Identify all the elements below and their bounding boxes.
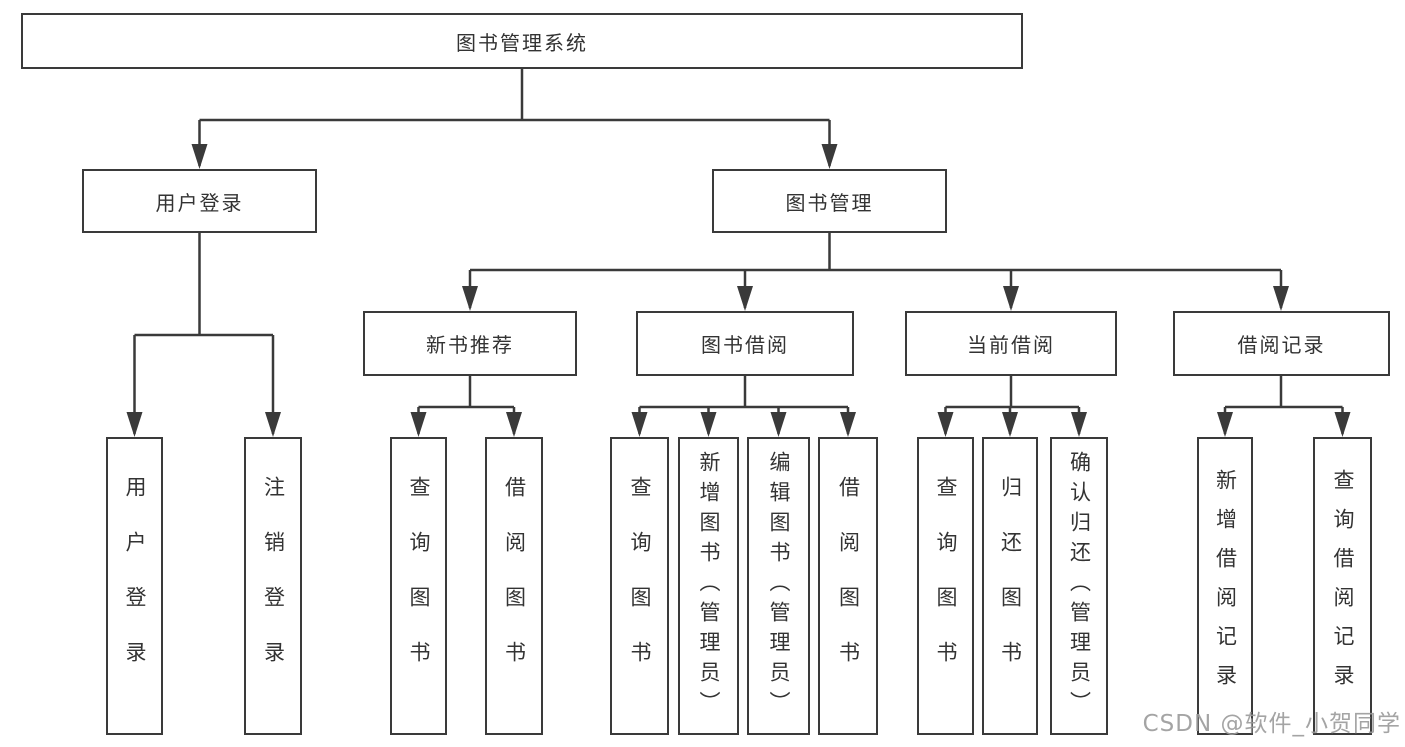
node-book-management-label: 图书管理 xyxy=(785,190,874,215)
leaf-query-book-recommend-label: 查询图书 xyxy=(407,476,431,696)
leaf-borrow-book-recommend: 借阅图书 xyxy=(485,437,543,735)
node-user-login-label: 用户登录 xyxy=(155,190,244,215)
node-root-system-label: 图书管理系统 xyxy=(456,30,588,55)
leaf-borrow-book-label: 借阅图书 xyxy=(836,476,861,696)
leaf-add-borrow-record: 新增借阅记录 xyxy=(1197,437,1253,735)
leaf-query-book-current: 查询图书 xyxy=(917,437,974,735)
leaf-query-borrow-record-label: 查询借阅记录 xyxy=(1331,469,1355,703)
leaf-return-book-label: 归还图书 xyxy=(998,476,1023,696)
node-new-book-recommend: 新书推荐 xyxy=(363,311,577,376)
leaf-user-login: 用户登录 xyxy=(106,437,163,735)
leaf-query-borrow-record: 查询借阅记录 xyxy=(1313,437,1372,735)
node-borrow-record-label: 借阅记录 xyxy=(1237,333,1326,357)
node-borrow-record: 借阅记录 xyxy=(1173,311,1390,376)
leaf-query-book-borrow: 查询图书 xyxy=(610,437,669,735)
node-book-borrow: 图书借阅 xyxy=(636,311,854,376)
tree-connector-lines xyxy=(133,69,1344,434)
node-current-borrow-label: 当前借阅 xyxy=(967,333,1055,357)
leaf-logout-label: 注销登录 xyxy=(261,476,286,696)
node-current-borrow: 当前借阅 xyxy=(905,311,1117,376)
leaf-add-borrow-record-label: 新增借阅记录 xyxy=(1213,469,1238,703)
leaf-borrow-book-recommend-label: 借阅图书 xyxy=(502,476,527,696)
leaf-edit-book-admin: 编辑图书（管理员） xyxy=(747,437,810,735)
leaf-add-book-admin-label: 新增图书（管理员） xyxy=(697,451,721,721)
arrowhead-icons xyxy=(126,144,1351,437)
leaf-logout: 注销登录 xyxy=(244,437,302,735)
node-book-borrow-label: 图书借阅 xyxy=(701,333,789,357)
node-root-system: 图书管理系统 xyxy=(21,13,1023,69)
leaf-confirm-return-admin: 确认归还（管理员） xyxy=(1050,437,1108,735)
leaf-edit-book-admin-label: 编辑图书（管理员） xyxy=(767,451,791,721)
node-book-management: 图书管理 xyxy=(712,169,947,233)
leaf-borrow-book: 借阅图书 xyxy=(818,437,878,735)
leaf-confirm-return-admin-label: 确认归还（管理员） xyxy=(1067,451,1092,721)
leaf-add-book-admin: 新增图书（管理员） xyxy=(678,437,739,735)
leaf-user-login-label: 用户登录 xyxy=(123,476,147,696)
leaf-return-book: 归还图书 xyxy=(982,437,1038,735)
leaf-query-book-current-label: 查询图书 xyxy=(934,476,958,696)
leaf-query-book-borrow-label: 查询图书 xyxy=(628,476,652,696)
node-new-book-recommend-label: 新书推荐 xyxy=(426,333,514,357)
csdn-watermark: CSDN @软件_小贺同学 xyxy=(1142,711,1401,737)
leaf-query-book-recommend: 查询图书 xyxy=(390,437,447,735)
node-user-login: 用户登录 xyxy=(82,169,317,233)
